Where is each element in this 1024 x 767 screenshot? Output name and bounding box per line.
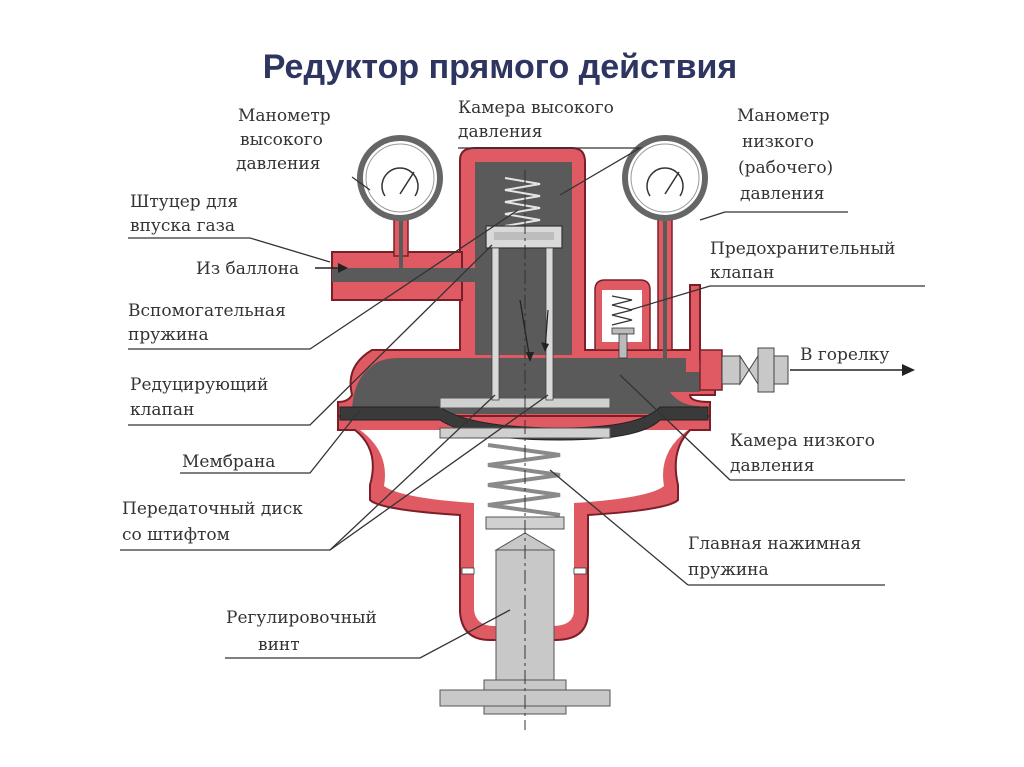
label-inlet-fitting: Штуцер для впуска газа [130,192,243,236]
regulator-body [331,147,789,730]
label-reducing-valve: Редуцирующий клапан [130,375,274,420]
labels: Манометр высокого давления Камера высоко… [122,98,901,655]
label-safety-valve: Предохранительный клапан [710,239,901,283]
flow-arrows [315,263,915,376]
label-main-spring: Главная нажимная пружина [688,534,867,580]
label-adjusting-screw: Регулировочный винт [226,608,382,655]
low-pressure-gauge [622,135,708,221]
label-manometer-low: Манометр низкого (рабочего) давления [737,106,839,204]
label-chamber-high: Камера высокого давления [458,98,619,142]
label-manometer-high: Манометр высокого давления [236,106,336,174]
label-transfer-disc: Передаточный диск со штифтом [122,499,308,545]
label-chamber-low: Камера низкого давления [730,431,880,476]
label-from-cylinder: Из баллона [196,259,299,279]
high-pressure-gauge [357,135,443,221]
label-to-burner: В горелку [800,345,889,365]
leader-lines [120,147,925,659]
label-membrane: Мембрана [182,452,275,472]
diagram-title: Редуктор прямого действия [263,48,738,86]
label-aux-spring: Вспомогательная пружина [128,301,291,345]
